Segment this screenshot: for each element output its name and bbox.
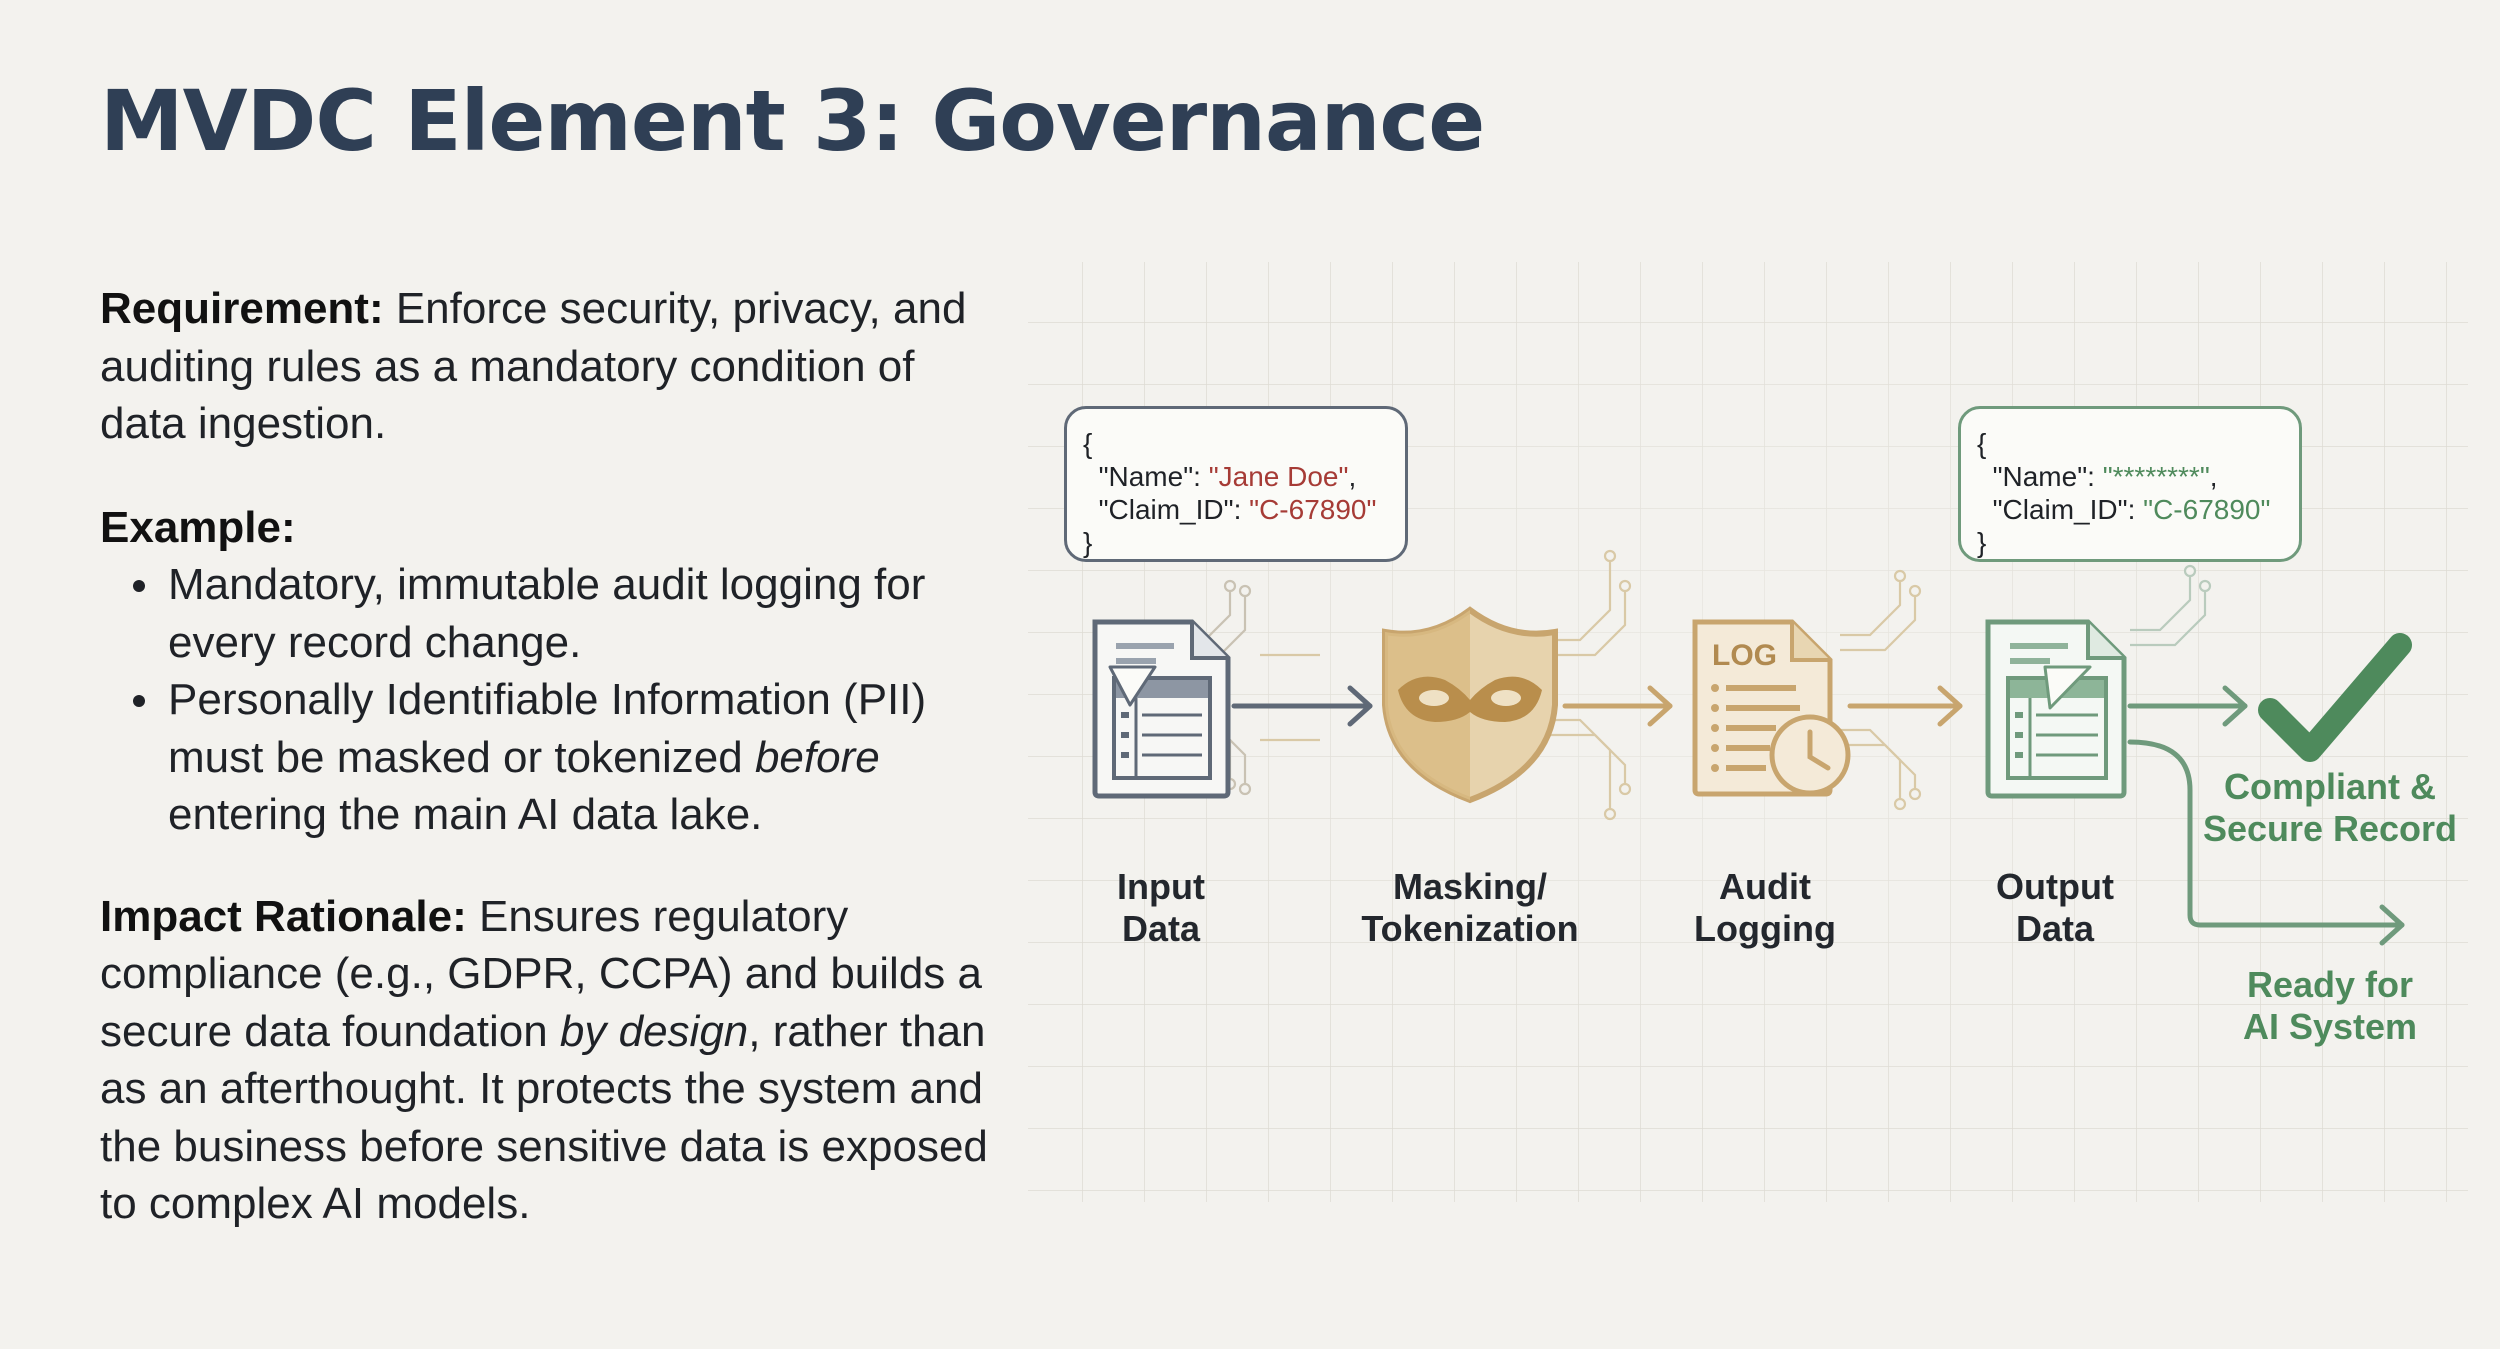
json-brace-close: } [1977,527,1987,558]
arrow-output-to-ai [2127,739,2405,946]
output-bubble-tail [2043,665,2092,710]
json-name-value-masked: "********" [2102,461,2210,492]
json-claim-key: "Claim_ID": [1098,494,1250,525]
arrow-audit-to-output [1847,685,1963,727]
output-label-line1: Output [1996,866,2114,907]
json-name-comma: , [2209,461,2218,492]
impact-emphasis: by design [559,1006,749,1056]
example-label: Example: [100,502,296,552]
impact-label: Impact Rationale: [100,891,467,941]
shield-mask-icon [1382,606,1558,804]
json-claim-line: "Claim_ID": "C-67890" [1083,493,1389,526]
json-name-line: "Name": "********", [1977,460,2283,493]
compliant-record-label: Compliant & Secure Record [2200,766,2460,850]
json-claim-value: "C-67890" [1249,494,1377,525]
audit-label-line2: Logging [1694,908,1836,949]
masking-label-line1: Masking/ [1392,866,1548,907]
compliant-label-line1: Compliant & [2224,766,2436,807]
json-name-key: "Name": [1098,461,1209,492]
bullet-pii-emphasis: before [754,732,880,782]
example-bullet-audit: Mandatory, immutable audit logging for e… [100,556,1000,671]
impact-text-pre: Ensures regulatory compliance (e.g., GDP… [100,891,982,1056]
json-name-key: "Name": [1992,461,2103,492]
input-data-icon [1092,619,1231,799]
audit-label: Audit Logging [1680,866,1850,950]
arrow-output-to-compliant [2127,685,2248,727]
output-data-label: Output Data [1970,866,2140,950]
json-brace-open: { [1083,428,1093,459]
json-brace-open: { [1977,428,1987,459]
masking-label-line2: Tokenization [1361,908,1579,949]
bullet-pii-text-pre: Personally Identifiable Information (PII… [168,675,927,782]
json-name-value: "Jane Doe" [1208,461,1349,492]
ready-for-ai-label: Ready for AI System [2200,964,2460,1048]
bullet-audit-text: Mandatory, immutable audit logging for e… [168,560,926,667]
compliant-label-line2: Secure Record [2202,808,2458,849]
input-label-line2: Data [1121,908,1201,949]
requirement-label: Requirement: [100,284,384,333]
bullet-pii-text-post: entering the main AI data lake. [168,790,763,839]
text-panel: Requirement: Enforce security, privacy, … [100,280,1000,1233]
requirement-paragraph: Requirement: Enforce security, privacy, … [100,280,1000,453]
input-label-line1: Input [1117,866,1205,907]
example-list: Mandatory, immutable audit logging for e… [100,556,1000,844]
circuit-nodes [1223,549,2212,821]
ready-label-line1: Ready for [2246,964,2414,1005]
requirement-text: Enforce security, privacy, and auditing … [100,284,967,448]
json-name-comma: , [1348,461,1357,492]
output-label-line2: Data [2015,908,2095,949]
arrow-masking-to-audit [1562,685,1673,727]
ready-label-line2: AI System [2242,1006,2418,1047]
input-data-label: Input Data [1081,866,1241,950]
json-brace-close: } [1083,527,1093,558]
impact-text-post: , rather than as an afterthought. It pro… [100,1006,988,1229]
json-name-line: "Name": "Jane Doe", [1083,460,1389,493]
json-claim-key: "Claim_ID": [1992,494,2144,525]
output-json-bubble: { "Name": "********", "Claim_ID": "C-678… [1958,406,2302,562]
json-claim-value: "C-67890" [2143,494,2271,525]
page-title: MVDC Element 3: Governance [100,72,1485,170]
log-badge-text: LOG [1712,639,1777,672]
flow-arrows [1231,685,2405,946]
check-icon [2258,633,2412,762]
governance-pipeline-diagram: LOG [1020,260,2480,1260]
input-json-bubble: { "Name": "Jane Doe", "Claim_ID": "C-678… [1064,406,1408,562]
output-data-icon [1985,619,2127,799]
json-claim-line: "Claim_ID": "C-67890" [1977,493,2283,526]
audit-log-icon: LOG [1692,619,1851,797]
masking-label: Masking/ Tokenization [1350,866,1590,950]
example-bullet-pii: Personally Identifiable Information (PII… [100,671,1000,844]
input-bubble-tail [1108,665,1157,707]
audit-label-line1: Audit [1719,866,1811,907]
arrow-input-to-masking [1231,685,1373,727]
impact-paragraph: Impact Rationale: Ensures regulatory com… [100,888,1000,1233]
